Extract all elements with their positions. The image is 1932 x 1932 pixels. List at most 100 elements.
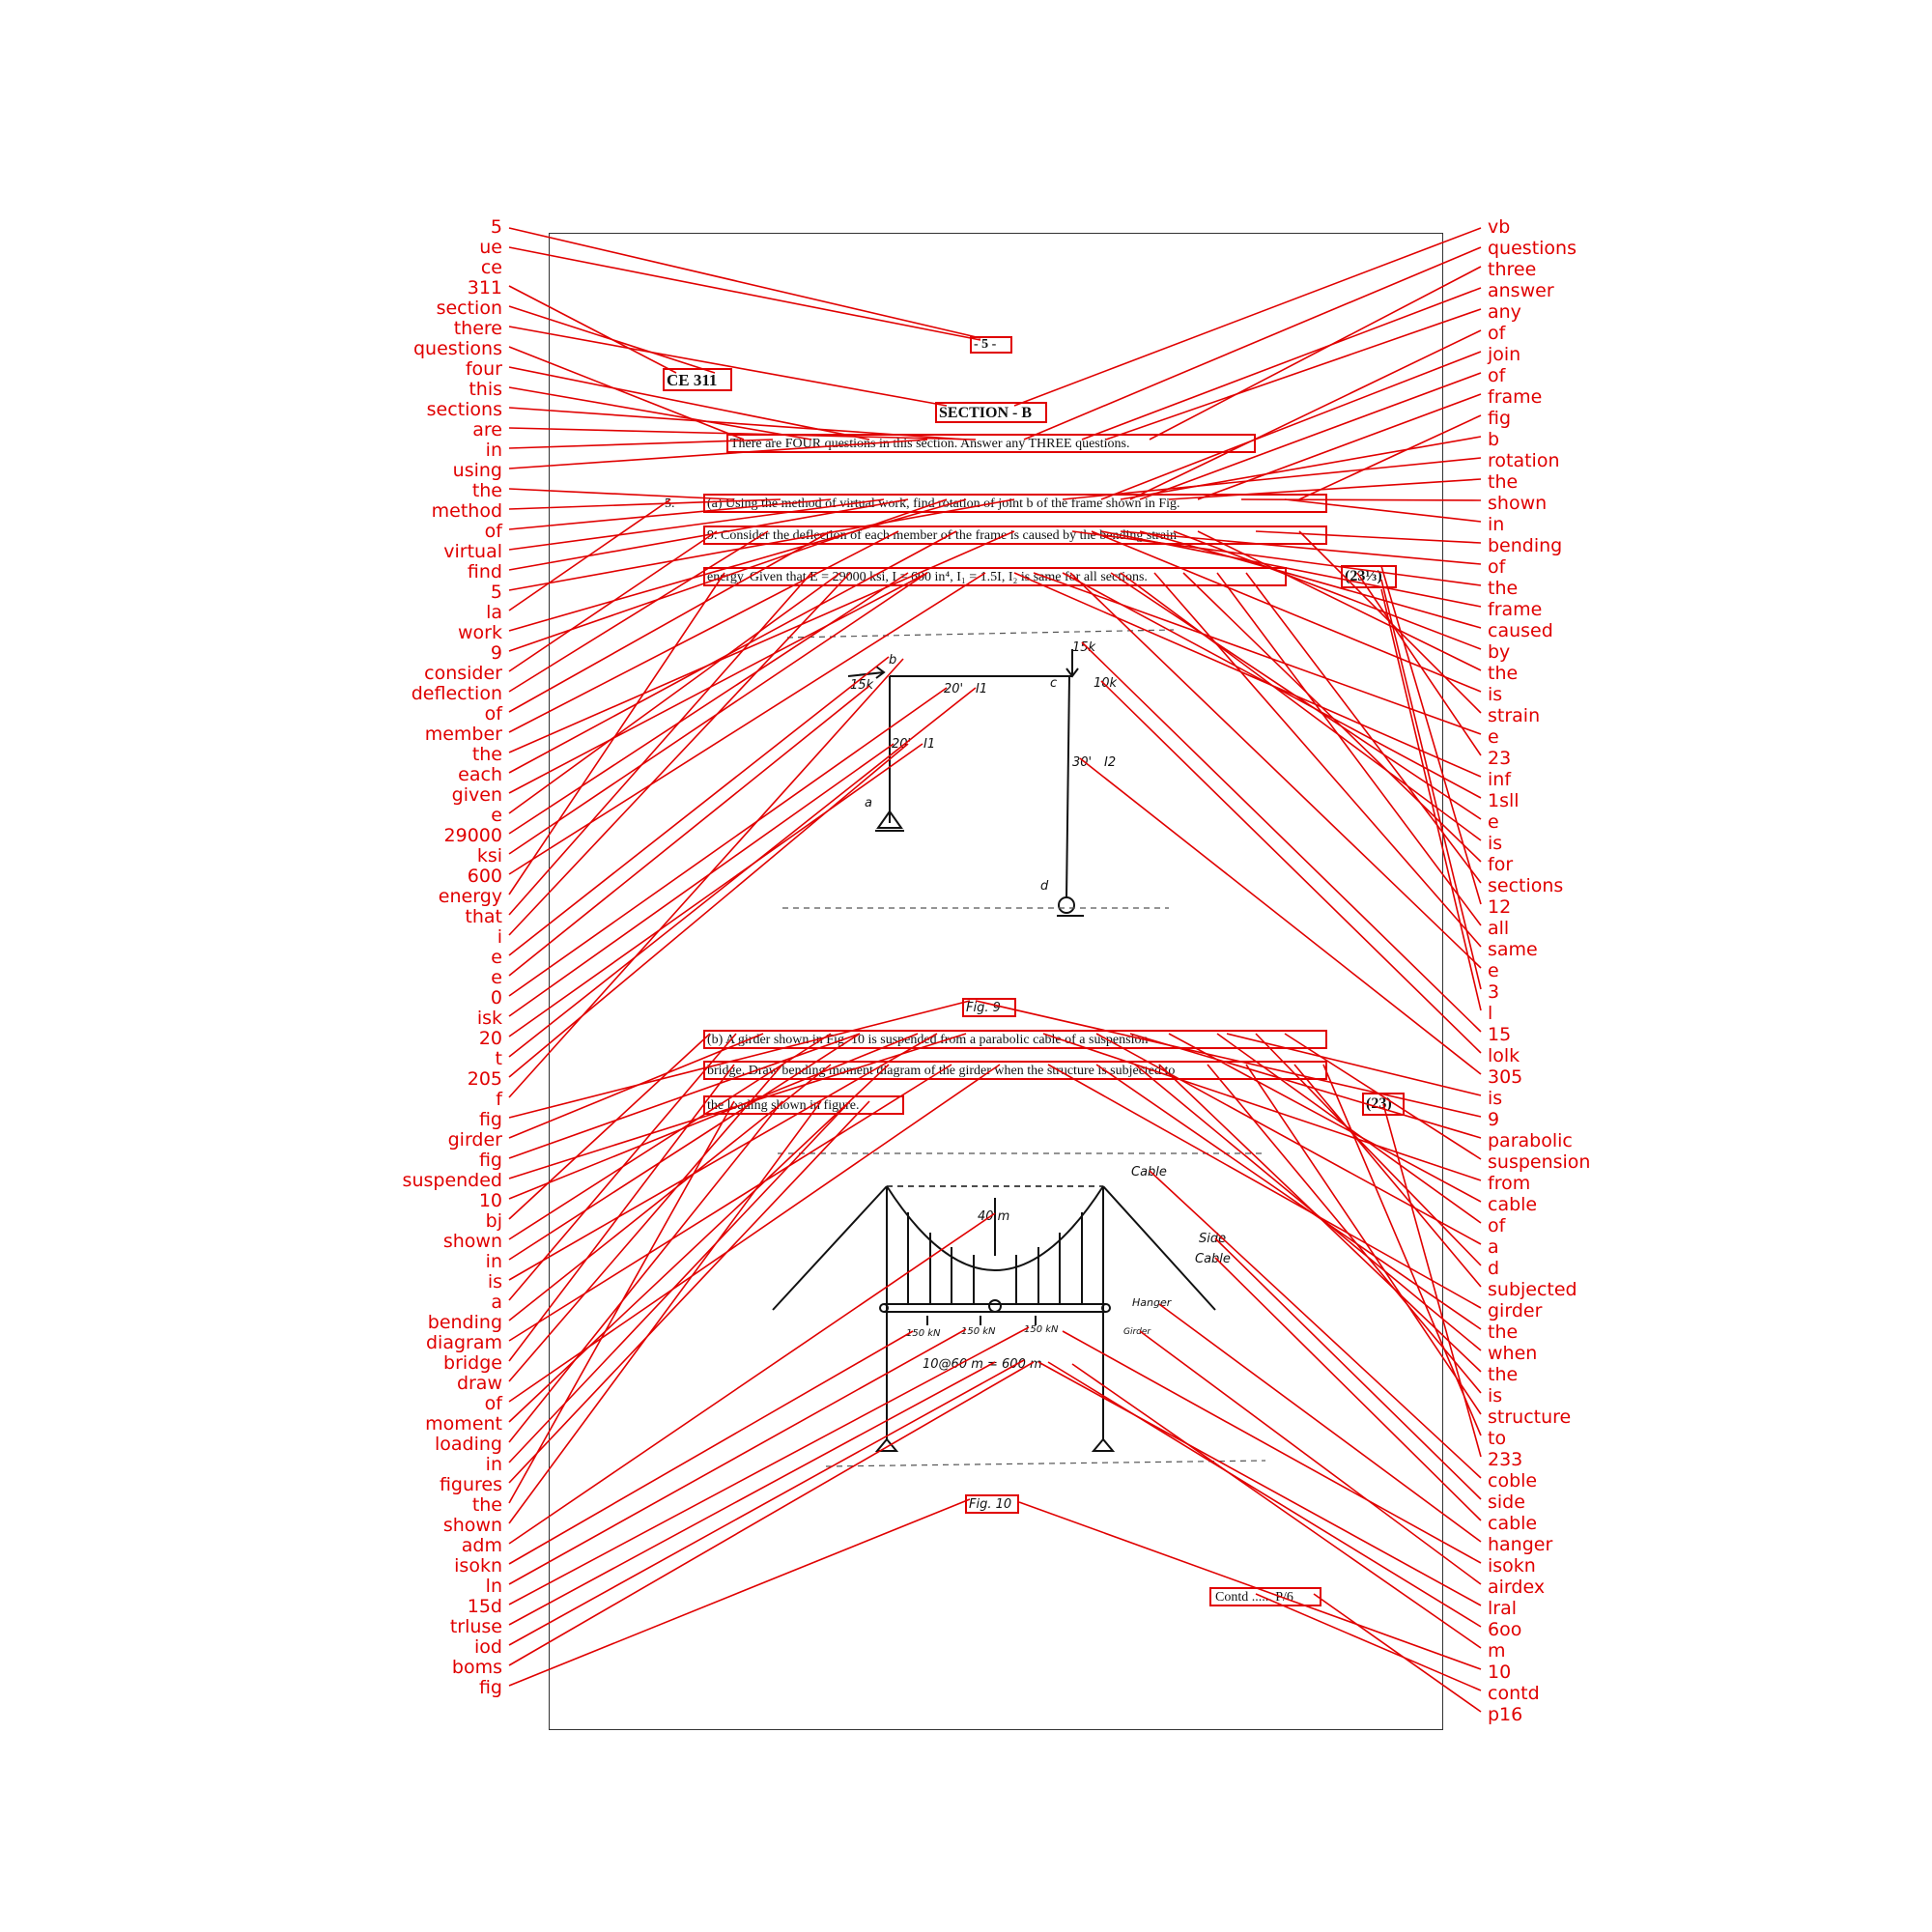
annotation-right-label: strain [1488,705,1541,726]
annotation-left-label: fig [478,1109,502,1130]
annotation-right-label: of [1488,365,1506,386]
annotation-left-label: of [484,1393,502,1414]
annotation-right-label: girder [1488,1300,1543,1321]
annotation-left-label: using [452,460,502,481]
fig9-label-span: 20' [944,682,964,696]
annotation-left-label: 5 [490,216,502,238]
annotation-right-label: cable [1488,1194,1538,1215]
fig10-label-load-3: 150 kN [1024,1324,1059,1335]
annotation-right-label: vb [1488,216,1511,238]
annotation-left-label: given [451,784,502,806]
annotation-left-label: the [471,480,502,501]
annotation-right-label: d [1488,1258,1500,1279]
box-q5b-marks [1362,1093,1405,1116]
annotation-right-label: the [1488,1364,1519,1385]
fig9-label-a: a [865,796,872,810]
fig9-label-i1-column: I1 [923,737,936,752]
fig10-caption: Fig. 10 [969,1497,1012,1512]
fig9-label-load-top: 15k [1072,640,1096,655]
annotation-left-label: fig [478,1150,502,1171]
annotation-left-label: boms [451,1657,502,1678]
annotation-right-label: all [1488,918,1510,939]
section-title: SECTION - B [939,405,1033,421]
annotation-left-label: f [496,1089,502,1110]
annotation-left-label: there [453,318,502,339]
annotation-left-label: girder [447,1129,502,1151]
annotation-left-label: virtual [443,541,502,562]
annotation-right-label: 9 [1488,1109,1500,1130]
annotation-right-label: isokn [1488,1555,1536,1577]
annotation-right-label: for [1488,854,1514,875]
annotation-left-label: i [497,926,502,948]
annotation-left-label: in [485,440,502,461]
annotation-right-label: 12 [1488,896,1512,918]
annotation-right-label: coble [1488,1470,1538,1492]
annotation-left-label: 10 [478,1190,502,1211]
annotation-right-label: any [1488,301,1521,323]
annotation-right-label: e [1488,811,1499,833]
annotation-right-label: hanger [1488,1534,1553,1555]
annotation-left-label: 311 [467,277,502,298]
annotation-left-label: the [471,744,502,765]
annotation-right-label: when [1488,1343,1538,1364]
annotation-left-label: of [484,521,502,542]
annotation-right-label: e [1488,960,1499,981]
annotation-left-label: ue [479,237,502,258]
annotation-left-label: deflection [411,683,502,704]
q5b-marks: (23) [1366,1095,1392,1112]
fig9-label-i2: I2 [1104,755,1117,770]
fig9-label-d: d [1040,879,1049,894]
fig9-label-b: b [889,653,897,668]
annotation-left-label: suspended [402,1170,502,1191]
annotation-right-label: of [1488,556,1506,578]
annotation-left-label: bj [485,1210,502,1232]
annotation-right-label: of [1488,1215,1506,1236]
annotation-left-label: method [431,500,502,522]
annotation-left-label: trluse [449,1616,502,1637]
annotation-left-label: bending [427,1312,502,1333]
annotation-left-label: section [436,298,502,319]
annotation-left-label: the [471,1494,502,1516]
annotation-left-label: e [491,967,502,988]
box-q5a-marks [1341,565,1397,588]
annotation-right-label: questions [1488,238,1577,259]
q5a-marks: (23⅓) [1345,568,1382,584]
annotation-right-label: subjected [1488,1279,1577,1300]
annotation-right-label: the [1488,1321,1519,1343]
annotation-left-label: in [485,1454,502,1475]
course-code: CE 311 [667,371,718,389]
annotation-left-label: e [491,805,502,826]
annotation-right-label: 10 [1488,1662,1512,1683]
annotation-right-label: bending [1488,535,1563,556]
fig9-label-load-right: 10k [1094,676,1118,691]
annotation-left-label: questions [413,338,502,359]
annotation-right-label: three [1488,259,1537,280]
annotation-left-label: ksi [476,845,502,867]
annotation-right-label: by [1488,641,1511,663]
annotation-left-label: draw [456,1373,502,1394]
annotation-right-label: rotation [1488,450,1560,471]
annotation-right-label: 1sll [1488,790,1520,811]
fig9-label-left-height: 20' [892,737,912,752]
annotation-left-label: 9 [490,642,502,664]
annotation-right-label: structure [1488,1406,1572,1428]
annotation-left-label: is [487,1271,502,1293]
annotation-left-label: e [491,947,502,968]
annotation-left-label: fig [478,1677,502,1698]
annotation-left-label: moment [425,1413,502,1435]
annotation-right-label: p16 [1488,1704,1523,1725]
box-fig9 [962,998,1016,1017]
annotation-left-label: that [465,906,502,927]
annotation-left-label: isokn [454,1555,502,1577]
annotation-left-label: consider [424,663,502,684]
box-q5a-line-1 [703,494,1327,513]
annotation-left-label: isk [476,1008,502,1029]
annotation-right-label: 6oo [1488,1619,1522,1640]
annotation-left-label: 5 [490,582,502,603]
annotation-left-label: a [491,1292,502,1313]
annotation-left-label: each [458,764,502,785]
fig9-frame [847,649,1084,917]
box-section [935,402,1047,423]
annotation-right-label: side [1488,1492,1525,1513]
